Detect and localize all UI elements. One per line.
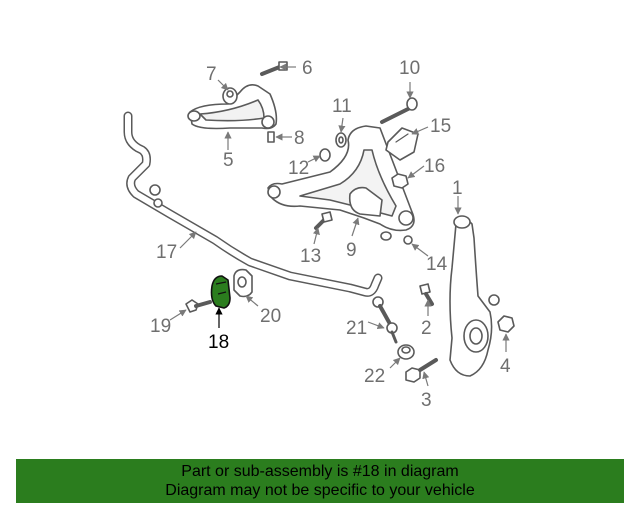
banner-line-1: Part or sub-assembly is #18 in diagram	[181, 463, 459, 480]
callout-3[interactable]: 3	[421, 390, 432, 411]
callout-22[interactable]: 22	[364, 366, 385, 387]
washer[interactable]	[335, 132, 347, 148]
nut-12[interactable]	[319, 148, 331, 162]
callout-10[interactable]: 10	[399, 58, 420, 79]
callout-17[interactable]: 17	[156, 242, 177, 263]
callout-5[interactable]: 5	[223, 150, 234, 171]
long-bolt-10[interactable]	[380, 97, 418, 124]
stabilizer-bar[interactable]	[123, 111, 383, 297]
callout-14[interactable]: 14	[426, 254, 448, 275]
banner-line-2: Diagram may not be specific to your vehi…	[165, 482, 475, 499]
callout-18[interactable]: 18	[208, 332, 229, 353]
callout-16[interactable]: 16	[424, 156, 445, 177]
callout-1[interactable]: 1	[452, 178, 463, 199]
callout-15[interactable]: 15	[430, 116, 451, 137]
callout-leaders	[169, 63, 510, 387]
bolt-2[interactable]	[419, 283, 434, 306]
diagram-notice-banner: Part or sub-assembly is #18 in diagram D…	[16, 459, 624, 503]
lower-control-arm[interactable]	[267, 125, 415, 241]
ball-joint-bolt[interactable]	[267, 131, 275, 143]
steering-knuckle[interactable]	[449, 215, 500, 377]
callout-6[interactable]: 6	[302, 58, 313, 79]
upper-control-arm[interactable]	[187, 84, 278, 130]
bolt-13[interactable]	[314, 211, 333, 230]
callout-9[interactable]: 9	[346, 240, 357, 261]
stabilizer-link[interactable]	[372, 296, 398, 344]
bracket-15[interactable]	[385, 127, 419, 161]
callout-labels: 1 2 3 4 5 6 7 8 9 10 11 12 13 14 15 16 1…	[150, 58, 511, 411]
callout-20[interactable]: 20	[260, 306, 281, 327]
callout-2[interactable]: 2	[421, 318, 432, 339]
callout-11[interactable]: 11	[332, 96, 352, 117]
upper-arm-bushing[interactable]	[222, 87, 238, 105]
bolt-3[interactable]	[405, 358, 438, 383]
callout-7[interactable]: 7	[206, 64, 217, 85]
stabilizer-bushing[interactable]	[233, 268, 253, 298]
callout-4[interactable]: 4	[500, 356, 511, 377]
stabilizer-bracket-18[interactable]	[210, 275, 231, 309]
upper-arm-bolt[interactable]	[260, 61, 288, 76]
callout-21[interactable]: 21	[346, 318, 367, 339]
link-bushing[interactable]	[397, 344, 415, 360]
nut-4[interactable]	[497, 315, 515, 333]
callout-19[interactable]: 19	[150, 316, 171, 337]
callout-13[interactable]: 13	[300, 246, 321, 267]
callout-12[interactable]: 12	[288, 158, 309, 179]
bolt-19[interactable]	[185, 299, 212, 313]
nut-16[interactable]	[391, 173, 409, 189]
nut-14[interactable]	[403, 235, 413, 245]
callout-8[interactable]: 8	[294, 128, 305, 149]
